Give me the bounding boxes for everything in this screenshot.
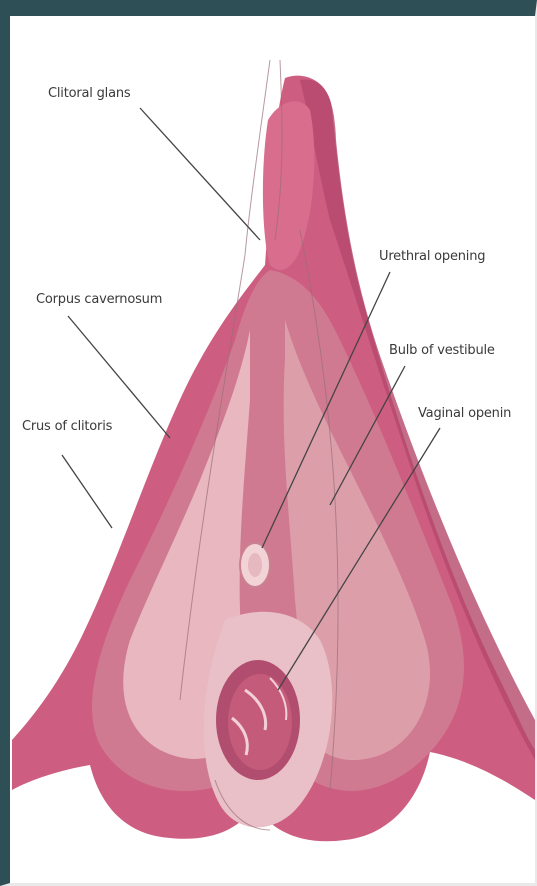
- label-corpus-cavernosum: Corpus cavernosum: [36, 292, 162, 307]
- leader-clitoral-glans: [140, 108, 260, 240]
- label-urethral-opening: Urethral opening: [379, 249, 485, 264]
- label-crus-of-clitoris: Crus of clitoris: [22, 419, 112, 434]
- label-bulb-of-vestibule: Bulb of vestibule: [389, 343, 495, 358]
- leader-crus-of-clitoris: [62, 455, 112, 528]
- urethral-opening-inner: [248, 553, 262, 577]
- label-clitoral-glans: Clitoral glans: [48, 86, 130, 101]
- label-vaginal-opening: Vaginal openin: [418, 406, 511, 421]
